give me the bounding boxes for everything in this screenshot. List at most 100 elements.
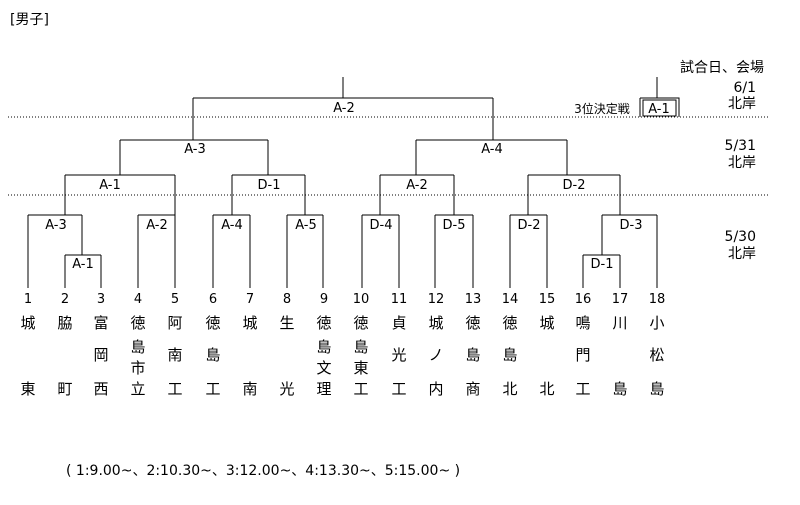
third-place-label: A-1 xyxy=(648,102,670,117)
third-place-title: 3位決定戦 xyxy=(574,101,630,116)
qf4-label: D-2 xyxy=(563,178,586,193)
team-number: 15 xyxy=(538,292,556,307)
schedule-header: 試合日、会場 xyxy=(680,60,764,76)
team-number: 5 xyxy=(170,292,180,307)
r1-b-label-bg xyxy=(141,217,173,232)
r1-f-label: D-5 xyxy=(443,218,466,233)
qf2-bracket xyxy=(231,174,306,215)
r0-b-label-bg xyxy=(586,256,618,271)
team-name-char: 工 xyxy=(205,380,221,398)
team-name-char: 岡 xyxy=(93,346,109,364)
team-name-char: 城 xyxy=(539,314,555,332)
team-name-char: 内 xyxy=(428,380,444,398)
team-name-char: 光 xyxy=(279,380,295,398)
team-name-char: 門 xyxy=(575,346,591,364)
team-number: 16 xyxy=(574,292,592,307)
r1-b-label: A-2 xyxy=(146,218,168,233)
qf3-bracket xyxy=(379,174,455,215)
team-name-char: 南 xyxy=(242,380,258,398)
sf-right-bracket xyxy=(415,139,568,175)
sf-right-label-bg xyxy=(476,141,508,156)
r1-a-bracket xyxy=(27,214,83,288)
team-name-char: 北 xyxy=(502,380,518,398)
qf3-label-bg xyxy=(401,177,433,192)
team-name-char: 貞 xyxy=(391,314,407,332)
team-name-char: 徳 xyxy=(316,314,332,332)
r1-g-label-bg xyxy=(513,217,545,232)
sf-left-bracket xyxy=(119,139,269,175)
label-backgrounds xyxy=(40,99,677,271)
team-name-char: 城 xyxy=(428,314,444,332)
schedule-day2-venue: 北岸 xyxy=(728,155,756,171)
page-title: [男子] xyxy=(10,12,49,28)
r1-c-label-bg xyxy=(216,217,248,232)
team-name-char: 脇 xyxy=(57,314,73,332)
team-number: 1 xyxy=(23,292,33,307)
team-name-char: 徳 xyxy=(353,314,369,332)
team-name-char: 工 xyxy=(353,380,369,398)
team-number: 13 xyxy=(464,292,482,307)
bracket-lines xyxy=(8,77,770,288)
qf1-label: A-1 xyxy=(99,178,121,193)
r1-h-label-bg xyxy=(615,217,647,232)
r1-d-bracket xyxy=(286,214,324,288)
team-number: 14 xyxy=(501,292,519,307)
schedule-day3-venue: 北岸 xyxy=(728,246,756,262)
sf-right-label: A-4 xyxy=(481,142,503,157)
team-number: 18 xyxy=(648,292,666,307)
team-name-char: 城 xyxy=(242,314,258,332)
final-label-bg xyxy=(329,100,359,115)
team-name-char: 北 xyxy=(539,380,555,398)
qf2-label-bg xyxy=(253,177,285,192)
team-name-char: 文 xyxy=(316,359,332,377)
r1-g-label: D-2 xyxy=(518,218,541,233)
team-number: 8 xyxy=(282,292,292,307)
team-name-char: 小 xyxy=(649,314,665,332)
r1-a-label: A-3 xyxy=(45,218,67,233)
schedule-day1-venue: 北岸 xyxy=(728,96,756,112)
third-label-box xyxy=(642,99,677,117)
team-number: 10 xyxy=(352,292,370,307)
r1-d-label-bg xyxy=(290,217,322,232)
schedule-day1-date: 6/1 xyxy=(733,80,756,96)
third-place-bracket xyxy=(639,77,680,117)
team-name-char: 町 xyxy=(57,380,73,398)
qf4-bracket xyxy=(527,174,621,215)
qf3-label: A-2 xyxy=(406,178,428,193)
r1-h-bracket xyxy=(601,214,658,288)
team-number: 11 xyxy=(390,292,408,307)
team-name-char: 南 xyxy=(167,346,183,364)
team-name-char: 島 xyxy=(205,346,221,364)
team-name-char: 工 xyxy=(391,380,407,398)
r0-a-bracket xyxy=(64,254,102,288)
team-name-char: 東 xyxy=(353,359,369,377)
team-name-char: 島 xyxy=(612,380,628,398)
r1-f-label-bg xyxy=(438,217,470,232)
r1-h-label: D-3 xyxy=(620,218,643,233)
schedule-day3-date: 5/30 xyxy=(724,229,756,245)
team-name-char: 立 xyxy=(130,380,146,398)
r1-c-label: A-4 xyxy=(221,218,243,233)
team-name-char: 島 xyxy=(649,380,665,398)
team-number: 7 xyxy=(245,292,255,307)
team-name-char: 工 xyxy=(575,380,591,398)
sf-left-label: A-3 xyxy=(184,142,206,157)
team-number: 12 xyxy=(427,292,445,307)
time-schedule-note: ( 1:9.00~、2:10.30~、3:12.00~、4:13.30~、5:1… xyxy=(66,463,461,479)
r0-a-label: A-1 xyxy=(72,257,94,272)
final-label: A-2 xyxy=(333,101,355,116)
r0-a-label-bg xyxy=(67,256,99,271)
r1-a-label-bg xyxy=(40,217,72,232)
sf-left-label-bg xyxy=(179,141,211,156)
team-number: 17 xyxy=(611,292,629,307)
team-name-char: 島 xyxy=(316,338,332,356)
team-name-char: 城 xyxy=(20,314,36,332)
team-name-char: 商 xyxy=(465,380,481,398)
team-name-char: 阿 xyxy=(167,314,183,332)
r0-b-bracket xyxy=(582,254,621,288)
team-number: 2 xyxy=(60,292,70,307)
team-name-char: 松 xyxy=(649,346,665,364)
r1-f-bracket xyxy=(434,214,474,288)
team-name-char: 島 xyxy=(502,346,518,364)
